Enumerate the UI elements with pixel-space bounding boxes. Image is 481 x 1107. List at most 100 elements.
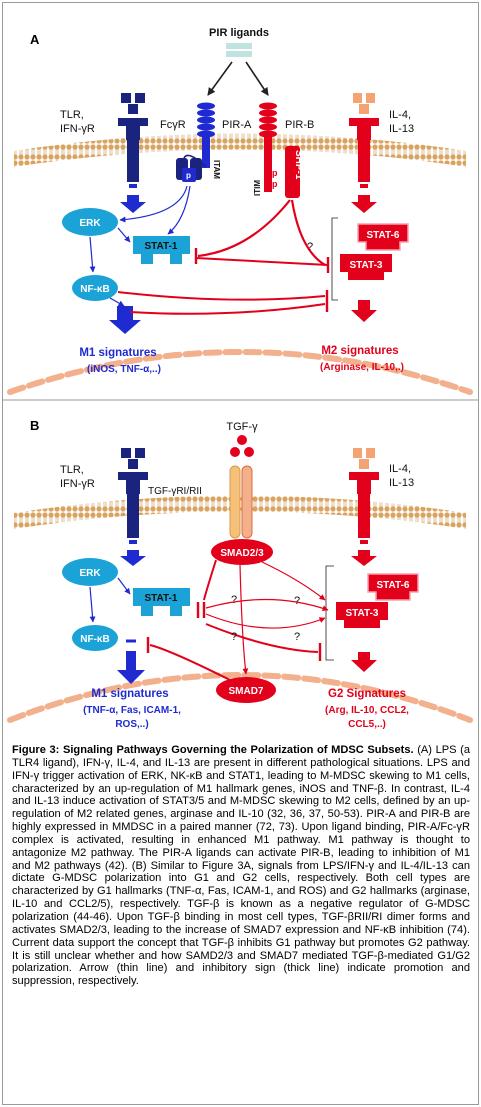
pir-a-fcgr-complex [176, 102, 215, 182]
itam-label: ITAM [212, 160, 221, 179]
tlr-label-line1: TLR, [60, 109, 84, 121]
stat3-node-a [340, 254, 392, 280]
stat6-node-a [357, 223, 409, 251]
stat3-node-b [336, 602, 388, 628]
il-b-label-line1: IL-4, [389, 463, 411, 475]
fcgr-label: FcγR [160, 119, 186, 131]
ligand-to-pir-b-arrow [245, 61, 269, 96]
pir-a-to-stat1-arrow [167, 185, 191, 235]
tlr-label-line2: IFN-γR [60, 123, 95, 135]
tgf-label: TGF-γ [226, 421, 258, 433]
nfkb-to-m1-arrow [109, 297, 125, 307]
pir-ligands-label: PIR ligands [209, 27, 269, 39]
smad7-node [216, 677, 276, 703]
nucleus-envelope-a [7, 349, 473, 395]
m2-big-arrow [351, 300, 377, 322]
g2-signatures-detail-line1: (Arg, IL-10, CCL2, [325, 705, 409, 716]
erk-b-to-nfkb-arrow [89, 586, 96, 623]
il-label-line1: IL-4, [389, 109, 411, 121]
tlr-b-label-line2: IFN-γR [60, 478, 95, 490]
tgf-receptor-label: TGF-γRI/RII [148, 486, 202, 497]
smad23-to-stat3-arrow [261, 561, 326, 601]
nfkb-node-b [72, 625, 118, 651]
question-a: ? [307, 241, 313, 253]
question-b-3: ? [231, 631, 237, 643]
smad23-label: SMAD2/3 [220, 548, 264, 559]
panel-a: A PIR ligands TLR, IFN-γR [7, 27, 473, 395]
smad7-label: SMAD7 [228, 686, 263, 697]
question-b-1: ? [231, 594, 237, 606]
il-down-arrow [351, 195, 377, 213]
erk-label-b: ERK [79, 568, 101, 579]
shp1-inhibit-stat1 [197, 199, 291, 258]
erk-node-a [62, 208, 118, 236]
panel-a-letter: A [30, 32, 40, 47]
nfkb-node-a [72, 275, 118, 301]
shp1-label: SHP-1 [293, 150, 304, 180]
nfkb-label-b: NF-κB [80, 634, 109, 645]
question-b-2: ? [294, 595, 300, 607]
cell-membrane-a [14, 133, 466, 167]
g2-signatures-title: G2 Signatures [328, 688, 406, 700]
il4-receptor-a [349, 93, 379, 188]
stat1-node-b [133, 588, 190, 616]
tgf-ligand-icon [230, 435, 254, 457]
tgf-receptor [229, 465, 253, 539]
question-b-4: ? [294, 631, 300, 643]
smad23-to-smad7-arrow [239, 564, 249, 675]
ligand-to-pir-a-arrow [207, 61, 233, 96]
nucleus-envelope-b [7, 672, 473, 723]
erk-to-nfkb-arrow [89, 236, 96, 273]
stat3-label-b: STAT-3 [346, 608, 379, 619]
bracket-b [325, 565, 334, 661]
pir-a-to-erk-arrow [119, 185, 188, 223]
tlr-down-arrow [120, 195, 146, 213]
m1-big-arrow [109, 306, 141, 334]
pir-a-label: PIR-A [222, 119, 252, 131]
tlr-receptor-a [118, 93, 148, 188]
bracket-a [331, 217, 338, 301]
il-label-line2: IL-13 [389, 123, 414, 135]
m1-signatures-detail-b-line2: ROS,..) [115, 719, 148, 730]
itim-label: ITIM [253, 180, 262, 196]
m1-inhibits-m2 [129, 303, 326, 315]
stat6-label-b: STAT-6 [377, 580, 410, 591]
stat6-node-b [367, 573, 419, 601]
pir-ligand-icon [226, 43, 252, 57]
pir-b-receptor [259, 102, 300, 198]
g2-big-arrow [351, 652, 377, 672]
tlr-receptor-b [118, 448, 148, 544]
il-b-label-line2: IL-13 [389, 477, 414, 489]
smad23-node [211, 539, 273, 565]
tlr-b-label-line1: TLR, [60, 464, 84, 476]
cross-arrow-1 [205, 613, 326, 629]
erk-to-stat1-arrow [117, 227, 131, 243]
stat3-label-a: STAT-3 [350, 260, 383, 271]
panel-b: B TGF-γ TLR, IFN-γR TGF-γRI/RII [7, 418, 473, 730]
m1-b-big-arrow [117, 651, 145, 684]
tlr-b-down-arrow [120, 550, 146, 566]
m2-signatures-detail-a: (Arginase, IL-10,.) [320, 362, 404, 373]
stat1-label-a: STAT-1 [145, 241, 178, 252]
il-b-down-arrow [351, 550, 377, 566]
stat1-inhibits-stat3 [195, 257, 329, 266]
erk-node-b [62, 558, 118, 586]
m2-signatures-title-a: M2 signatures [321, 345, 398, 357]
stat1-label-b: STAT-1 [145, 593, 178, 604]
p-label-itim-1: p [272, 168, 278, 178]
p-label-itam: p [186, 171, 191, 180]
smad7-inhibit-nfkb [149, 644, 231, 681]
stat1-to-stat3-arrow [205, 598, 329, 612]
g2-signatures-detail-line2: CCL5,..) [348, 719, 386, 730]
figure-caption: Figure 3: Signaling Pathways Governing t… [12, 744, 470, 988]
nfkb-label-a: NF-κB [80, 284, 109, 295]
erk-label-a: ERK [79, 218, 101, 229]
il4-receptor-b [349, 448, 379, 544]
stat1-node-a [133, 236, 190, 264]
shp1-inhibit-stat3 [290, 199, 326, 266]
m1-signatures-detail-a: (iNOS, TNF-α,..) [87, 364, 161, 375]
m1-signatures-title-b: M1 signatures [91, 688, 168, 700]
nfkb-inhibits-m2 [117, 291, 326, 301]
p-label-itim-2: p [272, 179, 278, 189]
